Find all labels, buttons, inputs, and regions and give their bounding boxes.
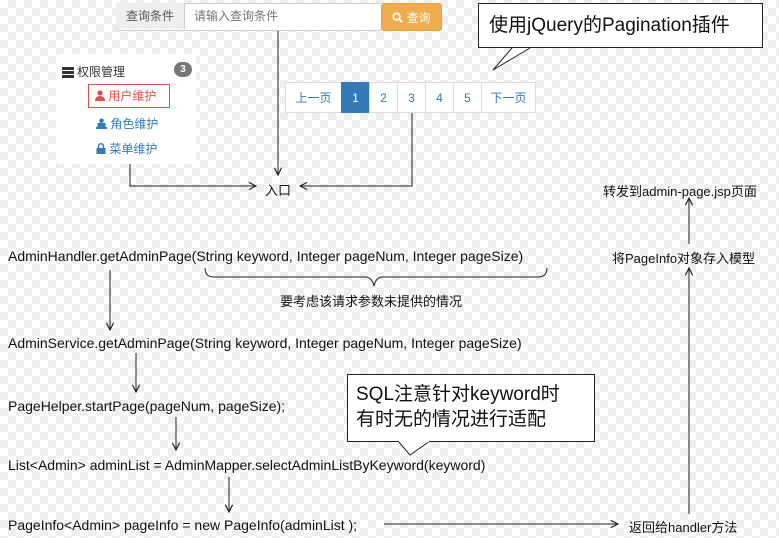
pagination-prev[interactable]: 上一页	[285, 82, 342, 113]
callout-pointer	[492, 47, 531, 71]
params-note: 要考虑该请求参数未提供的情况	[280, 294, 463, 309]
store-model-label: 将PageInfo对象存入模型	[612, 251, 756, 266]
role-icon	[96, 118, 107, 129]
sidebar-item-label: 菜单维护	[109, 142, 158, 156]
callout-sql-note-line1: SQL注意针对keyword时	[356, 384, 560, 405]
pagination-page-5[interactable]: 5	[453, 82, 482, 113]
arrow-pagination-to-entry	[300, 113, 413, 186]
service-call: AdminService.getAdminPage(String keyword…	[8, 335, 522, 351]
pagination-page-2[interactable]: 2	[369, 82, 398, 113]
entry-label: 入口	[265, 183, 292, 198]
arrow-sidebar-to-entry	[129, 163, 256, 186]
sidebar-item-user-maintenance[interactable]: 用户维护	[88, 84, 170, 108]
pagination-page-1[interactable]: 1	[341, 82, 370, 113]
search-button[interactable]: 查询	[381, 3, 442, 31]
handler-call: AdminHandler.getAdminPage(String keyword…	[8, 248, 524, 264]
search-label: 查询条件	[116, 3, 185, 29]
pagination: 上一页 1 2 3 4 5 下一页	[285, 82, 536, 113]
sidebar-item-role-maintenance[interactable]: 角色维护	[96, 115, 158, 132]
list-icon	[62, 65, 74, 83]
lock-icon	[96, 143, 106, 154]
sidebar-item-menu-maintenance[interactable]: 菜单维护	[96, 140, 157, 157]
sidebar-item-label: 用户维护	[108, 89, 157, 103]
pagination-page-3[interactable]: 3	[397, 82, 426, 113]
search-input[interactable]	[186, 4, 392, 28]
sidebar-panel	[56, 54, 196, 164]
callout-sql-note-line2: 有时无的情况进行适配	[356, 409, 547, 430]
params-brace	[204, 267, 548, 287]
search-icon	[392, 12, 404, 23]
sidebar-badge: 3	[174, 62, 192, 77]
search-button-label: 查询	[406, 11, 431, 25]
user-icon	[95, 90, 105, 101]
callout-pagination-plugin-text: 使用jQuery的Pagination插件	[489, 15, 730, 36]
pageinfo-call: PageInfo<Admin> pageInfo = new PageInfo(…	[8, 517, 358, 533]
sidebar-title: 权限管理	[77, 65, 126, 79]
pagination-page-4[interactable]: 4	[425, 82, 454, 113]
mapper-call: List<Admin> adminList = AdminMapper.sele…	[8, 457, 486, 473]
callout-sql-note: SQL注意针对keyword时 有时无的情况进行适配	[347, 374, 595, 442]
pagehelper-call: PageHelper.startPage(pageNum, pageSize);	[8, 398, 286, 414]
sidebar-item-label: 角色维护	[110, 117, 159, 131]
forward-label: 转发到admin-page.jsp页面	[603, 184, 757, 199]
return-label: 返回给handler方法	[629, 520, 738, 535]
pagination-next[interactable]: 下一页	[481, 82, 536, 113]
callout-pagination-plugin: 使用jQuery的Pagination插件	[478, 3, 763, 48]
